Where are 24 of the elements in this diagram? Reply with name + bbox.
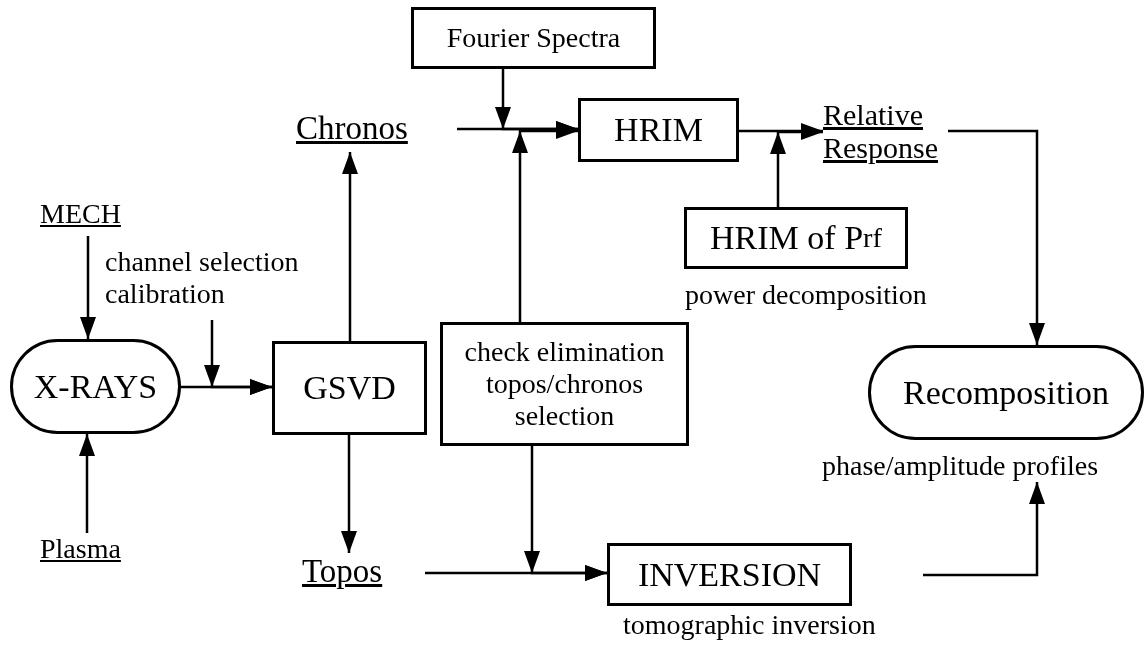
arrow [80, 236, 96, 339]
process-box: Fourier Spectra [411, 7, 656, 69]
input-label: Plasma [40, 533, 122, 566]
signal-label: Topos [302, 553, 384, 591]
result-terminal: Recomposition [868, 345, 1144, 440]
arrow [342, 152, 358, 341]
arrow [79, 434, 95, 533]
caption-text: phase/amplitude profiles [822, 450, 1099, 482]
caption-text: tomographic inversion [623, 609, 876, 641]
process-box: check elimination topos/chronos selection [440, 322, 689, 446]
step-note: channel selection calibration [105, 246, 300, 312]
signal-label: Chronos [296, 110, 409, 148]
arrow [923, 482, 1045, 577]
arrow [425, 565, 607, 581]
arrow [341, 435, 357, 553]
process-box: INVERSION [607, 543, 852, 606]
process-box: GSVD [272, 341, 427, 435]
caption-text: power decomposition [685, 279, 927, 311]
arrow [181, 379, 272, 395]
signal-label: Relative Response [823, 98, 939, 166]
source-terminal: X-RAYS [10, 339, 181, 434]
process-box: HRIM [578, 98, 739, 162]
arrow [948, 129, 1045, 345]
input-label: MECH [40, 198, 122, 231]
